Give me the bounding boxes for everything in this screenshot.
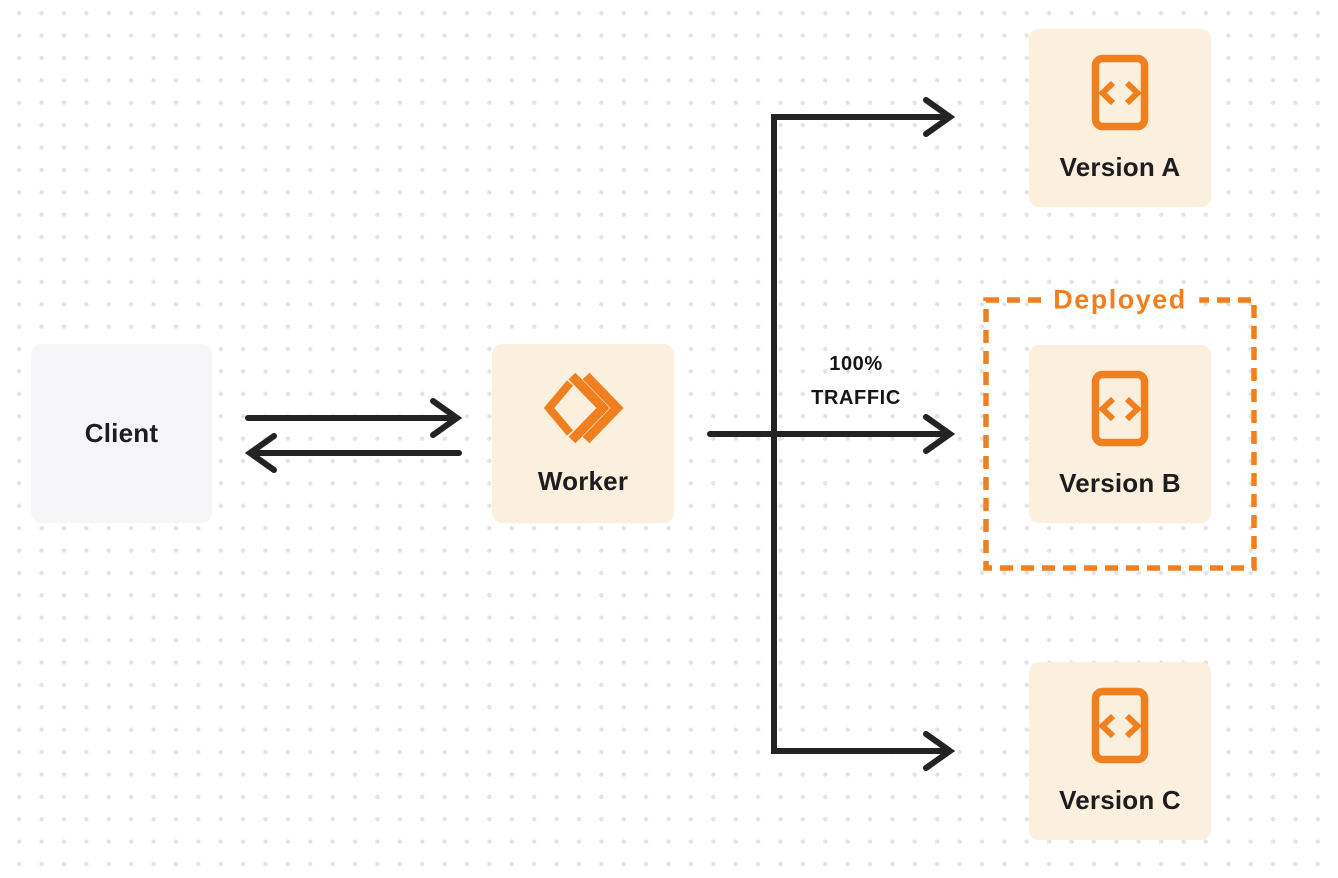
code-file-icon (1091, 687, 1149, 769)
cloudflare-workers-logo-icon (543, 371, 624, 450)
node-version-b-label: Version B (1059, 467, 1181, 498)
traffic-percent: 100% (829, 353, 883, 375)
arrow-worker-to-client (244, 433, 462, 473)
code-file-icon (1091, 54, 1149, 136)
arrowhead-version-a (923, 97, 956, 137)
node-version-c: Version C (1029, 662, 1211, 840)
node-version-a-label: Version A (1059, 151, 1181, 182)
arrow-worker-to-version-b (707, 414, 956, 454)
node-worker: Worker (492, 344, 674, 523)
arrow-client-to-worker (245, 398, 463, 438)
traffic-annotation: 100% TRAFFIC (811, 347, 901, 415)
arrowhead-version-b (923, 414, 956, 454)
node-version-a: Version A (1029, 29, 1211, 207)
code-file-icon (1091, 370, 1149, 452)
node-version-c-label: Version C (1059, 784, 1181, 815)
arrowhead-left (244, 433, 277, 473)
deployed-badge: Deployed (1041, 284, 1199, 316)
traffic-word: TRAFFIC (811, 387, 901, 409)
arrowhead-version-c (923, 731, 956, 771)
node-client: Client (31, 344, 212, 523)
node-client-label: Client (84, 418, 159, 448)
arrowhead-right (430, 398, 463, 438)
node-worker-label: Worker (537, 465, 629, 496)
node-version-b: Version B (1029, 345, 1211, 523)
